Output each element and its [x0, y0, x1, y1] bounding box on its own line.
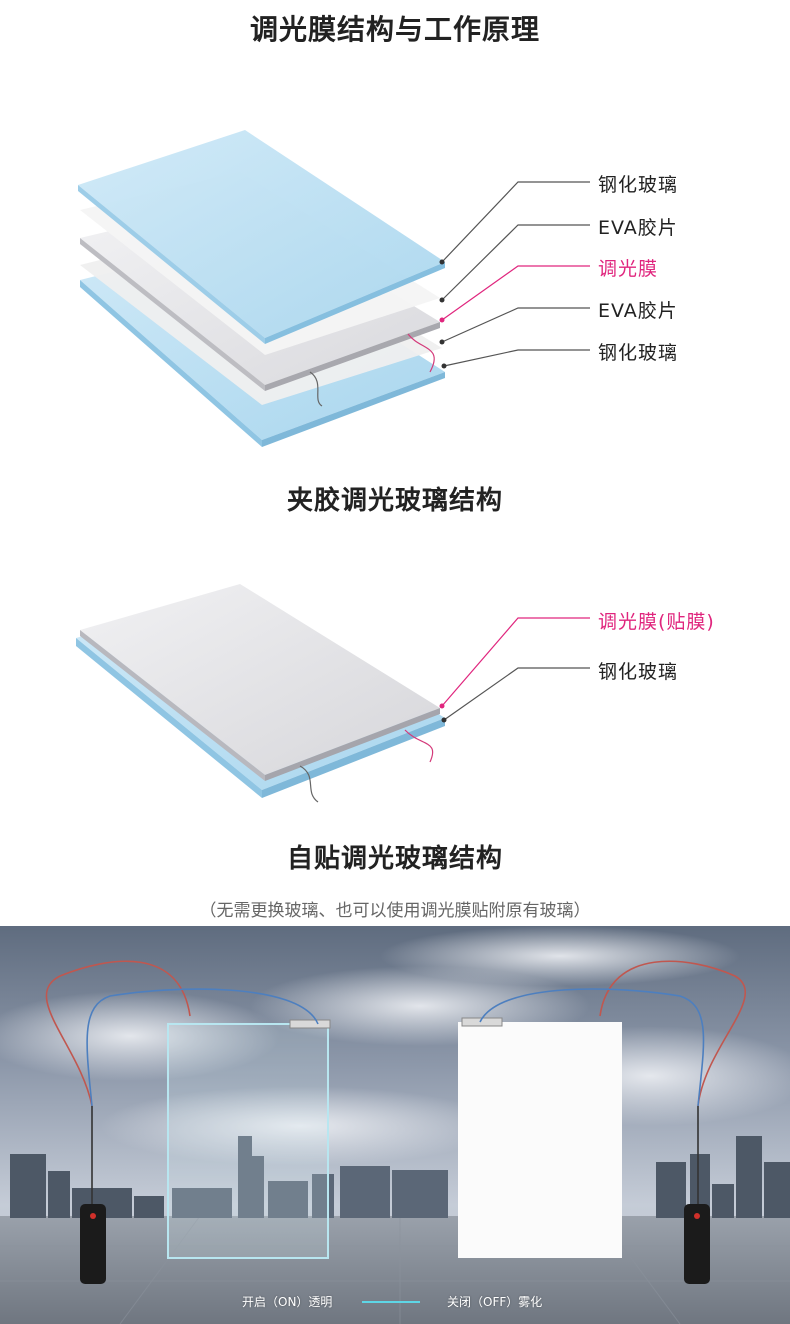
adhesive-diagram [76, 584, 590, 803]
leader-lines [441, 181, 590, 367]
wires-right [479, 960, 747, 1206]
leader-dots [439, 259, 447, 369]
demo-scene [0, 926, 790, 1324]
on-transparent-label: 开启（ON）透明 [242, 1295, 333, 1309]
adhesive-leader-lines [441, 617, 590, 721]
label-smart-film-sticker: 调光膜(贴膜) [598, 611, 715, 633]
adhesive-wire-left [299, 765, 319, 803]
clouds [0, 926, 790, 1166]
frosted-glass-panel [458, 1017, 622, 1258]
adhesive-note: （无需更换玻璃、也可以使用调光膜贴附原有玻璃） [199, 901, 591, 921]
adhesive-dot-film [439, 703, 445, 709]
demo-photo [0, 926, 790, 1324]
label-smart-film: 调光膜 [598, 258, 659, 280]
wire-right [407, 333, 435, 373]
label-tempered-glass-top: 钢化玻璃 [598, 174, 679, 196]
wire-left [309, 371, 323, 407]
adhesive-film-layer [80, 584, 440, 781]
off-frosted-label: 关闭（OFF）雾化 [447, 1295, 543, 1309]
label-eva-film-upper: EVA胶片 [598, 217, 678, 239]
label-tempered-glass-adhesive: 钢化玻璃 [598, 661, 679, 683]
skyline-right [656, 1136, 790, 1218]
transparent-glass-panel [167, 1019, 331, 1259]
top-glass-layer [78, 130, 445, 344]
label-eva-film-lower: EVA胶片 [598, 300, 678, 322]
wires-left [45, 960, 319, 1206]
adhesive-dot-glass [441, 717, 447, 723]
laminated-caption: 夹胶调光玻璃结构 [286, 486, 503, 516]
pavement [0, 1216, 790, 1324]
laminated-diagram [78, 130, 590, 447]
adhesive-caption: 自贴调光玻璃结构 [286, 844, 503, 874]
controller-left [80, 1204, 106, 1284]
adhesive-wire-right [404, 729, 434, 763]
controller-right [684, 1204, 710, 1284]
label-tempered-glass-bottom: 钢化玻璃 [598, 342, 679, 364]
skyline-center [172, 1136, 448, 1218]
page-title: 调光膜结构与工作原理 [249, 13, 540, 46]
skyline-left [10, 1154, 164, 1218]
